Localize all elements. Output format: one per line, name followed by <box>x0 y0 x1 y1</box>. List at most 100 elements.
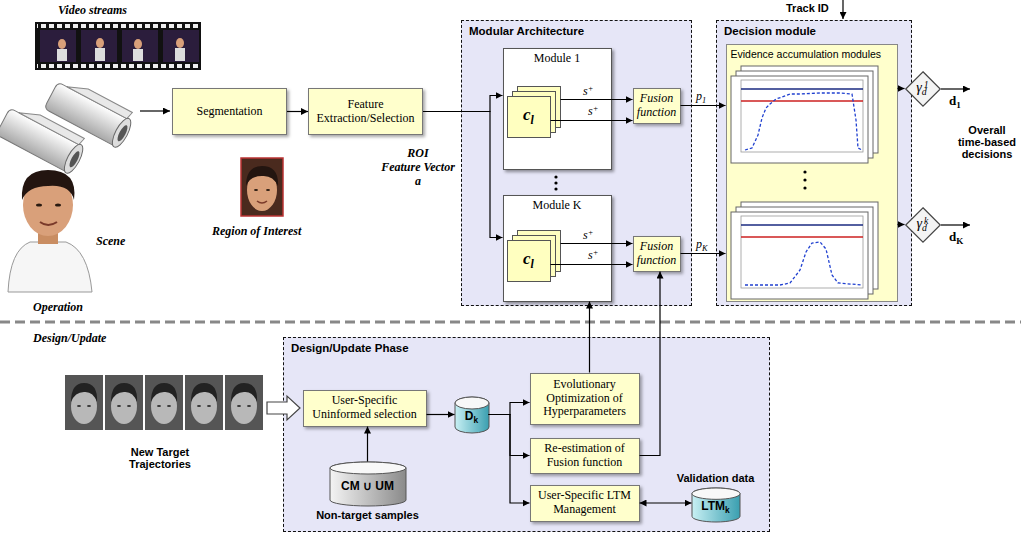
face-thumbnail <box>225 375 263 430</box>
node-text: γd1 <box>916 79 928 98</box>
free-label: Operation <box>33 300 83 315</box>
evidence-plot <box>731 212 868 299</box>
connector-arrow <box>423 96 503 112</box>
evidence-plot <box>731 66 878 163</box>
node-text: Module K <box>533 199 582 213</box>
film-strip <box>37 64 199 68</box>
roi-face-photo <box>257 201 267 203</box>
face-thumbnail <box>111 383 137 402</box>
edge-label: s+ <box>588 248 598 263</box>
section-divider <box>0 321 1021 324</box>
face-thumbnail <box>151 383 177 402</box>
film-strip <box>37 24 199 28</box>
node-caption: Non-target samples <box>316 509 419 521</box>
free-label: Region of Interest <box>212 224 301 239</box>
ellipsis-dots <box>554 181 557 184</box>
evidence-plot <box>741 236 863 237</box>
node-text: cl <box>523 249 534 271</box>
evidence-plot <box>731 76 868 163</box>
face-thumbnail <box>127 405 131 407</box>
face-thumbnail <box>185 375 223 430</box>
cylinder-top <box>455 397 489 409</box>
connector-arrow <box>681 253 726 254</box>
film-strip <box>96 38 104 48</box>
node-text: Fusion function <box>636 92 678 120</box>
face-thumbnail <box>87 405 91 407</box>
film-strip <box>134 39 142 49</box>
film-strip <box>35 22 201 70</box>
film-strip <box>122 30 158 62</box>
node-text: cl <box>523 105 534 127</box>
film-strip <box>58 39 66 49</box>
node-text: User-Specific Uninformed selection <box>310 394 420 422</box>
film-strip <box>133 49 143 61</box>
free-label: Feature Vector <box>381 160 455 175</box>
free-label: a <box>415 174 421 189</box>
face-thumbnail <box>197 405 201 407</box>
node-text: Evidence accumulation modules <box>731 48 893 60</box>
process-box: User-Specific LTM Management <box>530 485 640 522</box>
node-text: Fusion function <box>636 240 678 268</box>
ellipsis-dots <box>554 170 806 190</box>
film-strip <box>175 48 185 61</box>
cylinder-body <box>455 397 489 433</box>
evidence-plot <box>741 216 863 288</box>
track-id-arrow <box>842 0 843 19</box>
face-thumbnail <box>191 383 217 402</box>
node-text: Modular Architecture <box>469 25 684 38</box>
evidence-plot <box>741 100 863 101</box>
classifier-stack: cl <box>507 96 551 138</box>
film-strip <box>57 49 67 61</box>
node-text: Module 1 <box>534 52 580 66</box>
connector-arrow <box>561 243 633 244</box>
output-arrow <box>941 88 970 89</box>
edge-label: s+ <box>583 84 593 99</box>
connector-arrow <box>551 264 633 265</box>
face-thumbnail <box>71 383 97 402</box>
connector-arrow <box>898 88 905 89</box>
cylinder-body <box>330 462 406 506</box>
film-strip <box>40 30 76 62</box>
process-box: User-Specific Uninformed selection <box>303 390 427 427</box>
decision-diamond: γdk <box>905 207 941 243</box>
database-cylinder: CM ∪ UMNon-target samples <box>330 462 406 506</box>
person-photo <box>36 203 42 206</box>
node-text: Segmentation <box>197 105 263 119</box>
face-thumbnail <box>167 405 171 407</box>
edge-label: s+ <box>583 228 593 243</box>
face-thumbnail <box>185 375 223 430</box>
film-strip <box>35 22 201 70</box>
film-strip <box>81 30 117 62</box>
free-label: New Target Trajectories <box>105 446 215 470</box>
connector-arrow <box>551 120 633 121</box>
node-text: Feature Extraction/Selection <box>315 98 416 126</box>
cylinder-top <box>330 462 406 474</box>
connector-arrow <box>489 415 530 504</box>
connector-arrow <box>640 272 661 456</box>
free-label: Track ID <box>786 2 829 14</box>
face-thumbnail <box>145 375 183 430</box>
evidence-plot <box>745 242 862 285</box>
face-thumbnail <box>225 375 263 430</box>
connector-arrow <box>489 415 530 456</box>
face-thumbnail <box>231 383 257 402</box>
face-thumbnail <box>65 375 103 430</box>
ellipsis-dots <box>803 186 806 189</box>
connector-arrow <box>640 502 692 503</box>
node-text: User-Specific LTM Management <box>537 489 633 517</box>
database-cylinder: Dk <box>455 397 489 433</box>
node-text: Dk <box>465 410 478 425</box>
fusion-box: Fusion function <box>633 236 681 272</box>
person-photo <box>8 170 92 292</box>
process-box: Evolutionary Optimization of Hyperparame… <box>530 373 640 425</box>
cylinder-body <box>692 488 740 522</box>
film-strip <box>163 30 199 62</box>
face-thumbnail <box>145 375 183 430</box>
node-text: Evolutionary Optimization of Hyperparame… <box>537 378 633 419</box>
camera-icon <box>109 116 135 150</box>
connector-arrow <box>427 414 455 415</box>
node-text: γdk <box>917 215 929 234</box>
face-thumbnail <box>77 405 81 407</box>
roi-face-photo <box>246 166 278 186</box>
